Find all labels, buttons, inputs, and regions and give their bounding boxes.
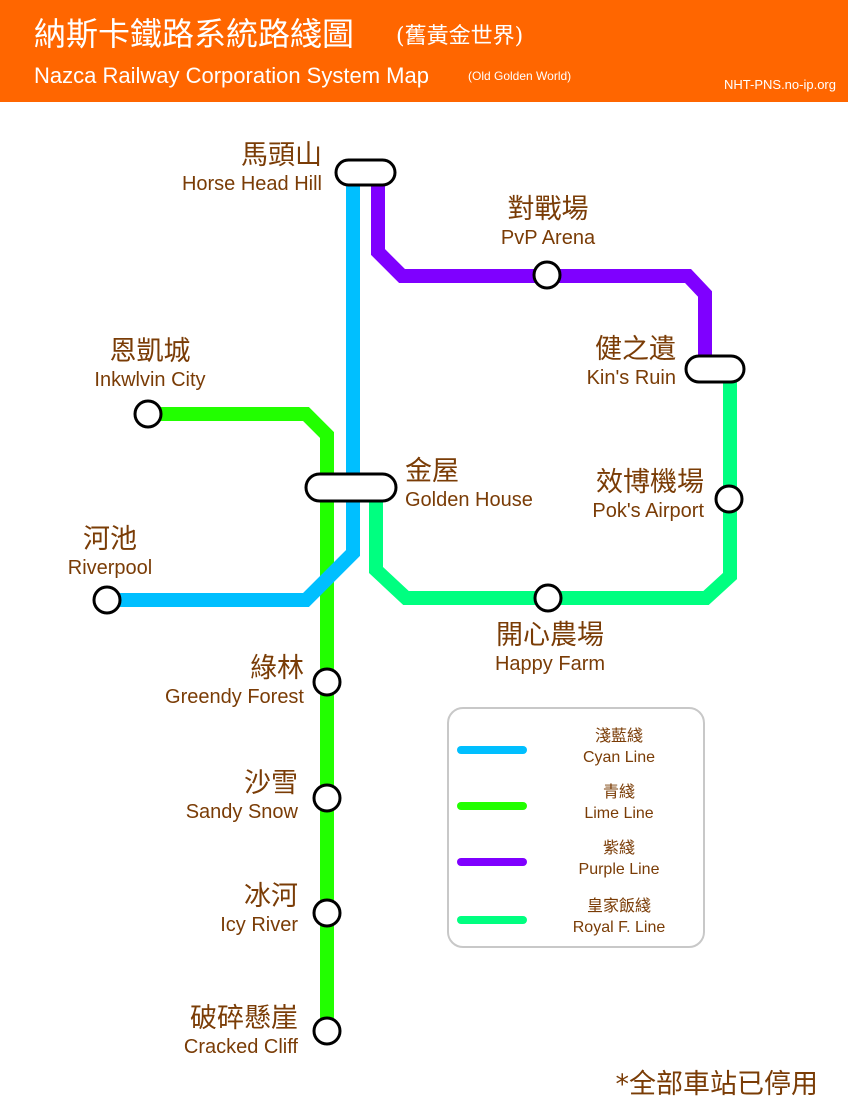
legend-label-en: Lime Line: [584, 805, 654, 822]
station-name-en: Happy Farm: [494, 653, 606, 675]
cyan-line-route: [107, 172, 360, 607]
station-name-zh: 恩凱城: [109, 336, 191, 367]
legend-label-zh: 紫綫: [602, 838, 635, 857]
legend-label: 淺藍綫 Cyan Line: [549, 725, 689, 769]
legend-item-royal-line: 皇家飯綫 Royal F. Line: [449, 895, 707, 945]
station-label-riverpool: 河池 Riverpool: [40, 524, 180, 580]
map-title-chinese: 納斯卡鐵路系統路綫圖: [34, 15, 355, 53]
header-banner: 納斯卡鐵路系統路綫圖 (舊黃金世界) Nazca Railway Corpora…: [0, 0, 848, 102]
station-marker-poks-airport[interactable]: [714, 484, 744, 514]
legend-swatch: [457, 916, 527, 924]
legend-label-zh: 青綫: [602, 782, 635, 801]
station-name-en: Greendy Forest: [165, 686, 304, 708]
lime-line-route: [148, 407, 334, 1031]
station-name-en: Sandy Snow: [185, 801, 298, 823]
station-marker-happy-farm[interactable]: [533, 583, 563, 613]
station-marker-sandy-snow[interactable]: [312, 783, 342, 813]
station-name-zh: 沙雪: [244, 768, 298, 799]
station-name-en: Riverpool: [67, 557, 153, 579]
legend-item-cyan-line: 淺藍綫 Cyan Line: [449, 725, 707, 775]
legend-swatch: [457, 746, 527, 754]
station-label-happy-farm: 開心農場 Happy Farm: [460, 620, 640, 676]
station-name-zh: 健之遺: [595, 334, 676, 365]
station-name-en: PvP Arena: [500, 227, 596, 249]
station-name-zh: 河池: [83, 524, 137, 555]
station-name-en: Inkwlvin City: [94, 369, 206, 391]
station-name-zh: 破碎懸崖: [190, 1003, 298, 1034]
station-label-horse-head-hill: 馬頭山 Horse Head Hill: [182, 140, 322, 196]
legend-swatch: [457, 858, 527, 866]
station-name-en: Pok's Airport: [592, 500, 704, 522]
map-subtitle-english: (Old Golden World): [468, 69, 572, 83]
station-name-en: Horse Head Hill: [181, 173, 322, 195]
station-marker-golden-house[interactable]: [304, 472, 398, 503]
legend-label-en: Purple Line: [578, 861, 660, 878]
map-legend: 淺藍綫 Cyan Line 青綫 Lime Line 紫綫 Purple Lin…: [447, 707, 705, 948]
station-marker-inkwlvin-city[interactable]: [133, 399, 163, 429]
station-marker-icy-river[interactable]: [312, 898, 342, 928]
legend-label: 皇家飯綫 Royal F. Line: [549, 895, 689, 939]
station-name-zh: 綠林: [250, 653, 304, 684]
site-address: NHT-PNS.no-ip.org: [724, 77, 836, 92]
station-label-pvp-arena: 對戰場 PvP Arena: [468, 194, 628, 250]
station-name-zh: 金屋: [405, 456, 459, 487]
map-title-english: Nazca Railway Corporation System Map: [34, 63, 429, 88]
station-marker-riverpool[interactable]: [92, 585, 122, 615]
legend-item-lime-line: 青綫 Lime Line: [449, 781, 707, 831]
station-label-sandy-snow: 沙雪 Sandy Snow: [186, 768, 298, 824]
station-label-golden-house: 金屋 Golden House: [405, 456, 533, 512]
station-name-en: Icy River: [220, 914, 298, 936]
map-subtitle-chinese: (舊黃金世界): [396, 24, 524, 49]
legend-label: 紫綫 Purple Line: [549, 837, 689, 881]
station-label-kins-ruin: 健之遺 Kin's Ruin: [587, 334, 676, 390]
station-name-zh: 馬頭山: [241, 140, 322, 171]
legend-item-purple-line: 紫綫 Purple Line: [449, 837, 707, 887]
service-suspended-note: *全部車站已停用: [615, 1069, 819, 1100]
station-label-inkwlvin-city: 恩凱城 Inkwlvin City: [70, 336, 230, 392]
legend-label-en: Royal F. Line: [572, 919, 666, 936]
legend-label-en: Cyan Line: [582, 749, 656, 766]
station-name-zh: 對戰場: [507, 194, 589, 225]
station-marker-cracked-cliff[interactable]: [312, 1016, 342, 1046]
station-name-en: Golden House: [405, 489, 533, 511]
station-marker-pvp-arena[interactable]: [532, 260, 562, 290]
legend-label: 青綫 Lime Line: [549, 781, 689, 825]
station-name-en: Cracked Cliff: [183, 1036, 298, 1058]
station-marker-kins-ruin[interactable]: [684, 354, 746, 384]
station-marker-greendy-forest[interactable]: [312, 667, 342, 697]
station-marker-horse-head-hill[interactable]: [334, 158, 397, 187]
station-label-poks-airport: 效博機場 Pok's Airport: [592, 467, 704, 523]
station-name-en: Kin's Ruin: [586, 367, 676, 389]
station-name-zh: 效博機場: [596, 467, 704, 498]
station-label-greendy-forest: 綠林 Greendy Forest: [165, 653, 304, 709]
station-label-cracked-cliff: 破碎懸崖 Cracked Cliff: [184, 1003, 298, 1059]
station-name-zh: 開心農場: [496, 620, 604, 651]
station-label-icy-river: 冰河 Icy River: [220, 881, 298, 937]
legend-swatch: [457, 802, 527, 810]
legend-label-zh: 皇家飯綫: [586, 896, 651, 915]
station-name-zh: 冰河: [244, 881, 298, 912]
legend-label-zh: 淺藍綫: [594, 726, 643, 745]
